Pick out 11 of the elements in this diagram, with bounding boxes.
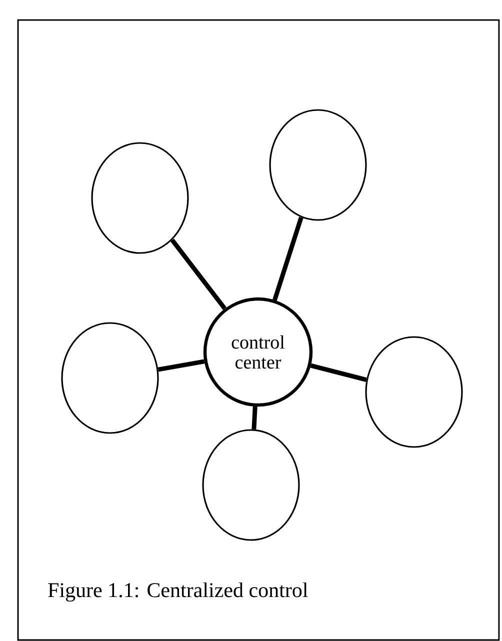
connector-line bbox=[272, 216, 304, 301]
empty-circle bbox=[91, 142, 189, 254]
empty-circle bbox=[202, 429, 300, 541]
caption: Figure 1.1: Centralized control bbox=[48, 582, 308, 602]
empty-circle bbox=[269, 109, 367, 221]
connector-line bbox=[310, 363, 367, 382]
connector-line bbox=[170, 238, 227, 310]
connector-line bbox=[252, 406, 258, 430]
empty-circle bbox=[365, 336, 463, 448]
empty-circle bbox=[61, 322, 159, 434]
connector-line bbox=[158, 359, 205, 372]
